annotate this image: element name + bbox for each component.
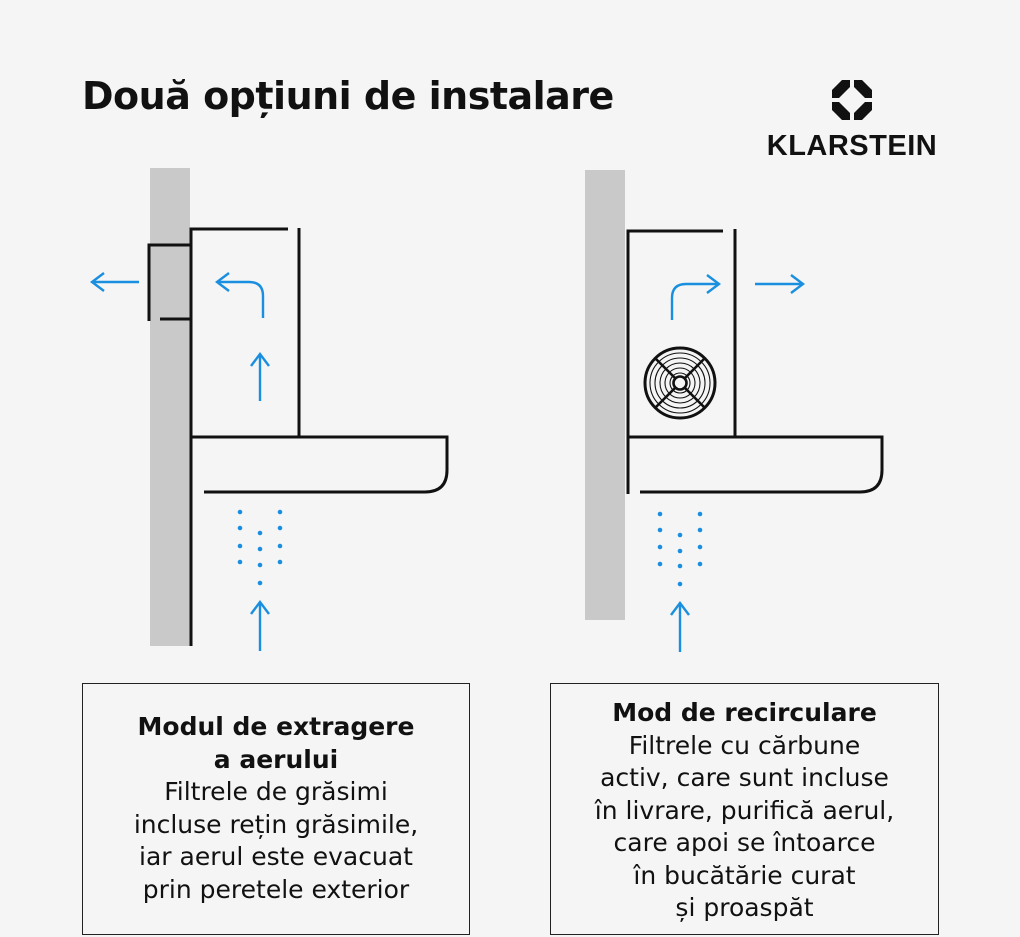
caption-body-line: Filtrele de grăsimi — [164, 777, 388, 806]
caption-body-line: în bucătărie curat — [633, 860, 856, 890]
wall — [150, 168, 190, 646]
caption-body-line: incluse rețin grăsimile, — [133, 809, 419, 839]
chimney-housing — [626, 229, 723, 494]
octagon-diamond-logo-icon — [830, 78, 874, 122]
caption-heading: a aerului — [213, 744, 339, 774]
steam-dots-icon — [657, 511, 703, 587]
extraction-diagram — [90, 168, 449, 651]
wall-vent-duct — [147, 243, 190, 321]
caption-heading: Mod de recirculare — [612, 698, 877, 727]
fan-icon — [643, 346, 717, 420]
caption-body-line: în livrare, purifică aerul, — [594, 795, 895, 825]
brand-logo: KLARSTEIN — [762, 78, 942, 163]
caption-body-line: și proaspăt — [675, 893, 814, 922]
airflow-curved-right-arrow-icon — [670, 274, 721, 320]
installation-diagrams — [90, 168, 884, 652]
page-title: Două opțiuni de instalare — [82, 74, 614, 118]
recirculation-diagram — [585, 170, 884, 652]
chimney-housing — [189, 227, 288, 646]
brand-name: KLARSTEIN — [766, 130, 938, 162]
caption-body-line: iar aerul este evacuat — [139, 842, 413, 871]
wall — [585, 170, 625, 620]
caption-body-line: prin peretele exterior — [142, 874, 410, 904]
steam-dots-icon — [237, 509, 283, 586]
recirculation-caption-box: Mod de recirculare Filtrele cu cărbune a… — [550, 683, 939, 935]
caption-body-line: care apoi se întoarce — [613, 828, 876, 857]
canopy — [191, 435, 449, 494]
caption-body-line: activ, care sunt incluse — [600, 763, 889, 792]
caption-heading: Modul de extragere — [137, 712, 415, 741]
caption-body-line: Filtrele cu cărbune — [628, 730, 861, 760]
airflow-curved-left-arrow-icon — [215, 272, 265, 318]
extraction-caption-box: Modul de extragere a aerului Filtrele de… — [82, 683, 470, 935]
canopy — [627, 435, 884, 494]
